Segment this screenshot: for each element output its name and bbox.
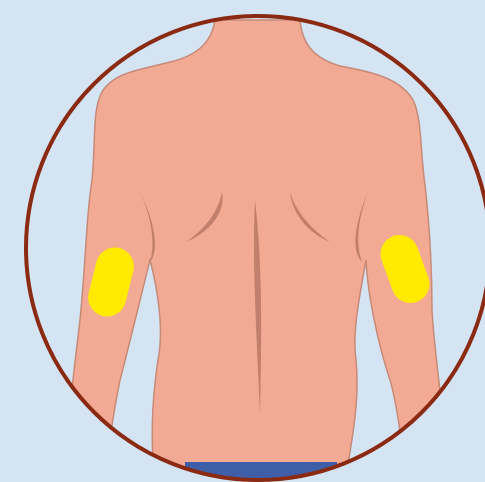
illustration-canvas (0, 0, 485, 482)
back-illustration (0, 0, 485, 482)
